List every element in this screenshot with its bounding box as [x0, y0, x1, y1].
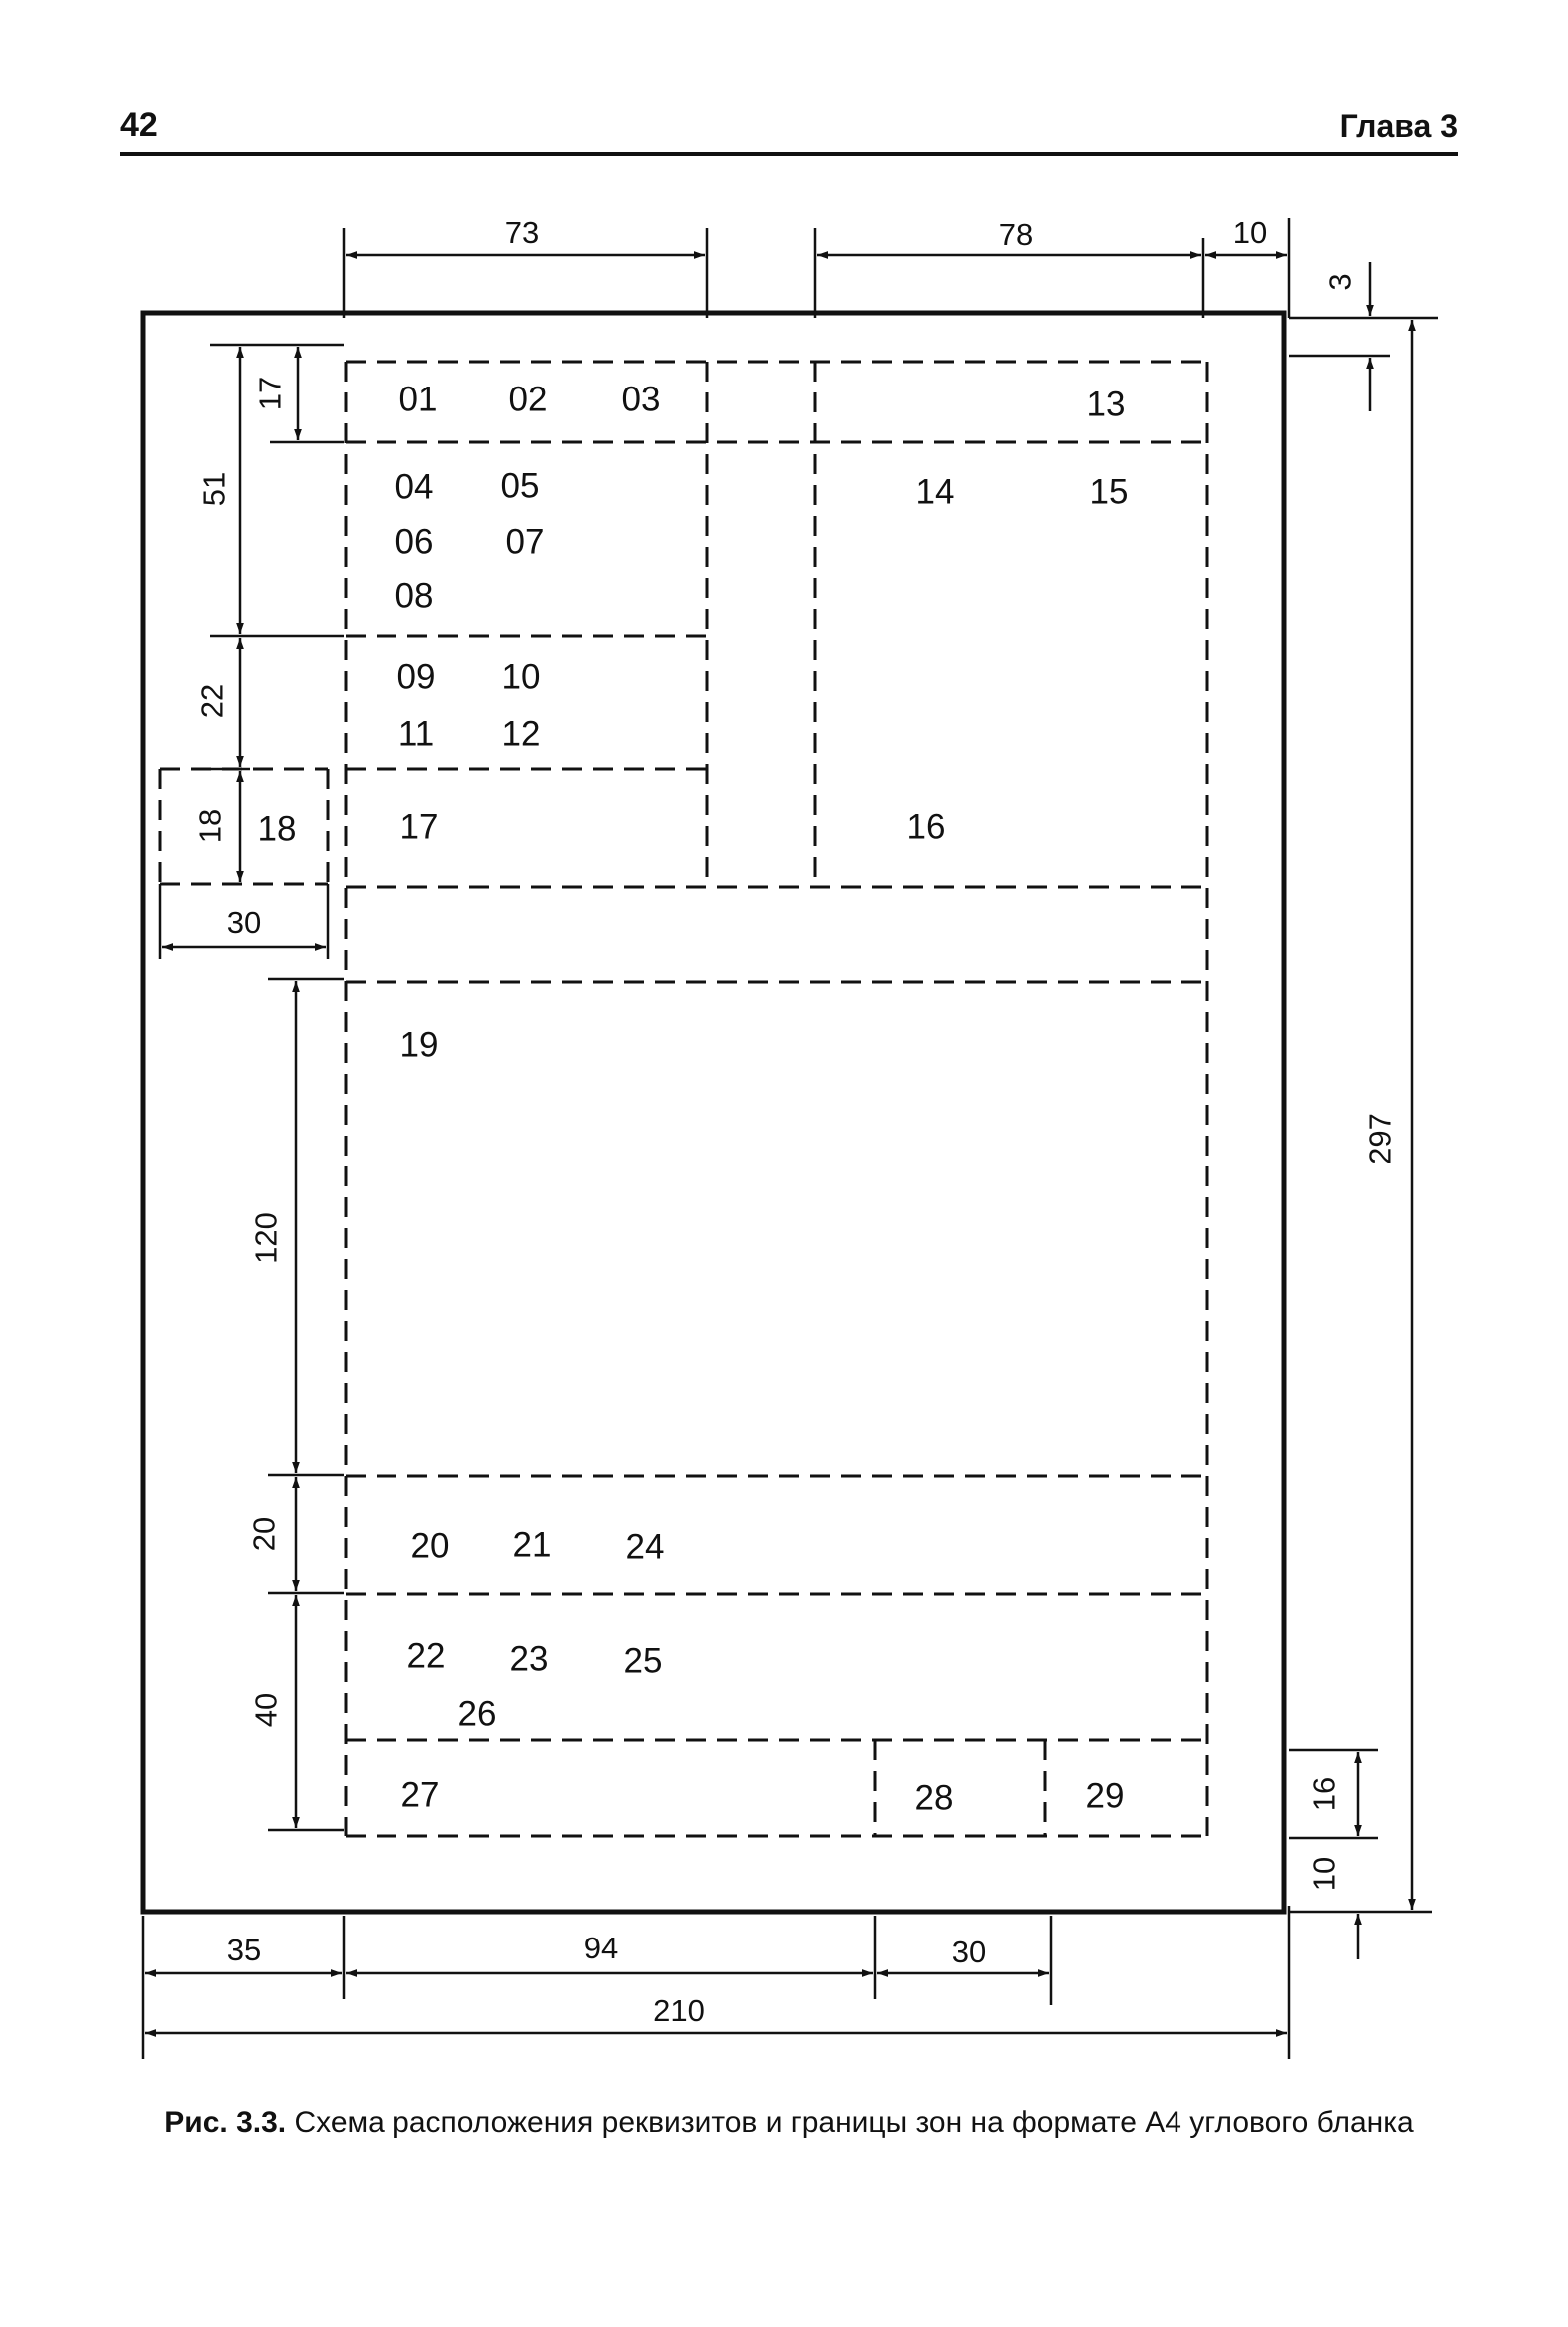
- zone-label-22: 22: [407, 1637, 446, 1676]
- zone-label-04: 04: [395, 468, 434, 507]
- zone-label-11: 11: [398, 715, 434, 754]
- zone-label-17: 17: [400, 808, 439, 847]
- dim-35: 35: [227, 1933, 261, 1967]
- zone-label-06: 06: [395, 523, 434, 562]
- zone-label-13: 13: [1087, 386, 1126, 424]
- dim-78: 78: [999, 217, 1033, 252]
- dim-18: 18: [193, 809, 228, 843]
- zone-label-09: 09: [397, 658, 436, 697]
- dim-17: 17: [253, 377, 288, 410]
- zone-label-15: 15: [1090, 473, 1129, 512]
- zone-label-29: 29: [1086, 1777, 1125, 1816]
- caption-prefix: Рис. 3.3.: [164, 2106, 287, 2139]
- zone-label-05: 05: [501, 467, 540, 506]
- zone-label-24: 24: [626, 1528, 665, 1567]
- chapter-title: Глава 3: [1339, 108, 1458, 144]
- dim-94: 94: [584, 1931, 618, 1965]
- extension-lines: [141, 218, 1438, 2059]
- caption-text: Схема расположения реквизитов и границы …: [294, 2106, 1414, 2139]
- zone-label-27: 27: [401, 1776, 440, 1815]
- zone-label-12: 12: [502, 715, 541, 754]
- dimension-lines: [145, 251, 1416, 2037]
- zone-label-08: 08: [395, 577, 434, 616]
- zone-label-16: 16: [907, 808, 946, 847]
- dim-20: 20: [247, 1517, 282, 1551]
- zone-label-03: 03: [622, 381, 661, 419]
- figure-caption: Рис. 3.3. Схема расположения реквизитов …: [120, 2105, 1458, 2141]
- dim-73: 73: [505, 215, 539, 250]
- dim-120: 120: [249, 1212, 284, 1264]
- zone-label-26: 26: [458, 1695, 497, 1734]
- zone-label-18: 18: [258, 810, 297, 849]
- page-number: 42: [120, 106, 158, 144]
- dim-10-bottom: 10: [1307, 1857, 1342, 1891]
- dim-297: 297: [1363, 1113, 1398, 1164]
- dim-30-bottom: 30: [952, 1935, 986, 1969]
- zone-label-25: 25: [624, 1642, 663, 1681]
- outer-arrows: [1354, 262, 1374, 1959]
- dim-210: 210: [653, 1993, 705, 2028]
- zone-boundaries: [158, 360, 1209, 1838]
- zone-label-02: 02: [509, 381, 548, 419]
- zone-label-14: 14: [916, 473, 955, 512]
- dim-30-left: 30: [227, 905, 261, 940]
- zone-label-10: 10: [502, 658, 541, 697]
- sheet-border: [140, 310, 1287, 1915]
- zone-label-28: 28: [915, 1779, 954, 1818]
- zone-label-01: 01: [399, 381, 438, 419]
- zone-label-23: 23: [510, 1640, 549, 1679]
- dim-16: 16: [1307, 1777, 1342, 1811]
- dim-10-top: 10: [1233, 215, 1267, 250]
- zone-label-19: 19: [400, 1026, 439, 1065]
- dim-22: 22: [195, 684, 230, 718]
- page-header: 42 Глава 3: [120, 100, 1458, 156]
- zone-label-21: 21: [513, 1526, 552, 1565]
- dim-3: 3: [1323, 273, 1358, 290]
- zone-label-07: 07: [506, 523, 545, 562]
- dim-51: 51: [197, 472, 232, 506]
- dim-40: 40: [249, 1693, 284, 1727]
- zone-label-20: 20: [411, 1527, 450, 1566]
